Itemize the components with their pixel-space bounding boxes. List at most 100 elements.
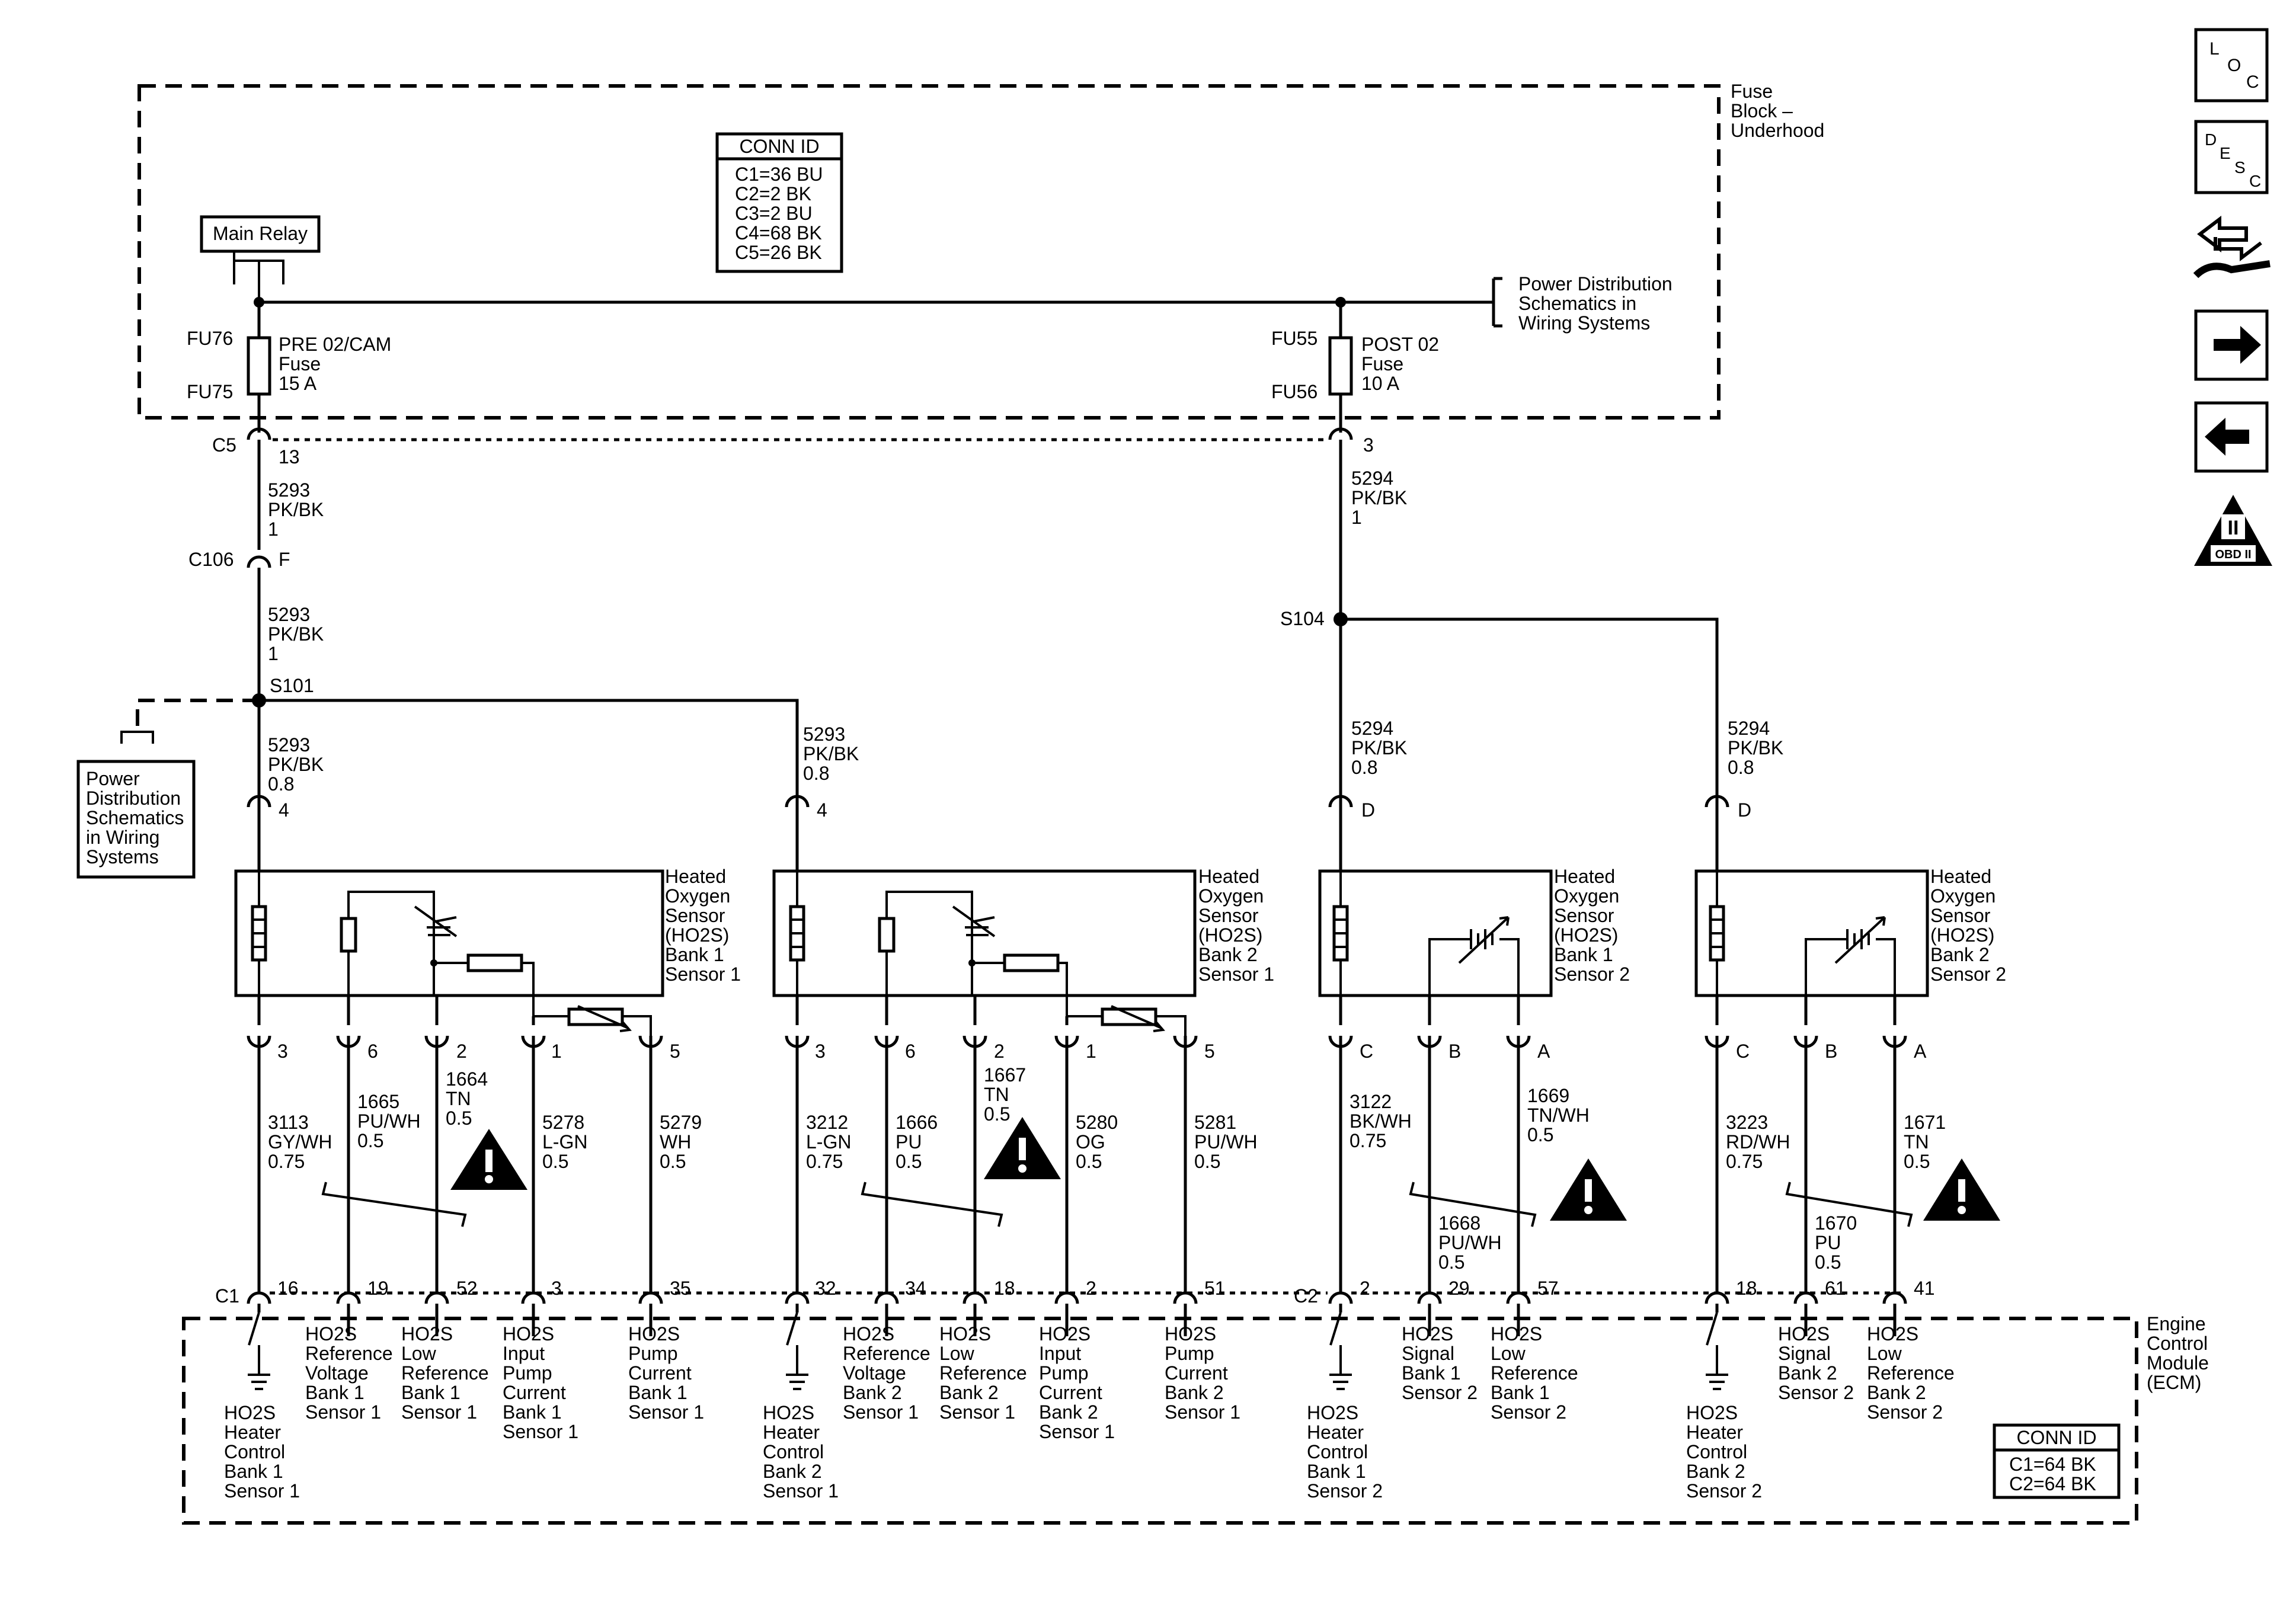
svg-text:0.5: 0.5 [1438, 1251, 1464, 1273]
svg-text:PU/WH: PU/WH [1438, 1232, 1502, 1253]
svg-text:0.75: 0.75 [268, 1151, 305, 1172]
ho2s-bank2-sensor1: 4 Heated Oxygen Sensor (HO2S) Bank 2 Sen… [772, 795, 1274, 1036]
svg-text:POST 02: POST 02 [1361, 334, 1439, 355]
wire-5293-b: 5293 PK/BK 1 [268, 604, 324, 664]
svg-text:52: 52 [456, 1278, 478, 1299]
wire-5294-c: 5294 PK/BK 0.8 [1728, 718, 1783, 778]
warning-icon[interactable] [984, 1117, 1061, 1179]
svg-text:Engine: Engine [2147, 1313, 2206, 1334]
next-arrow-icon[interactable] [2194, 309, 2269, 381]
svg-text:Bank 2: Bank 2 [843, 1382, 902, 1403]
svg-text:2: 2 [994, 1041, 1005, 1062]
svg-text:HO2S: HO2S [305, 1323, 357, 1345]
exchange-icon[interactable] [2193, 215, 2271, 279]
svg-text:3113: 3113 [268, 1112, 309, 1133]
svg-text:Fuse: Fuse [1731, 81, 1773, 102]
svg-text:Oxygen: Oxygen [1554, 885, 1619, 907]
svg-text:Heater: Heater [1307, 1422, 1364, 1443]
svg-text:Fuse: Fuse [279, 353, 321, 375]
svg-text:Sensor: Sensor [665, 905, 725, 926]
svg-text:Current: Current [1039, 1382, 1102, 1403]
svg-text:Low: Low [939, 1343, 975, 1364]
svg-text:Sensor: Sensor [1554, 905, 1614, 926]
svg-text:C4=68 BK: C4=68 BK [735, 222, 822, 244]
wire-5293-d: 5293 PK/BK 0.8 [803, 724, 859, 784]
svg-text:C5: C5 [212, 434, 236, 456]
svg-text:C2=2 BK: C2=2 BK [735, 183, 811, 204]
svg-text:Signal: Signal [1778, 1343, 1831, 1364]
svg-text:B: B [1448, 1041, 1461, 1062]
svg-text:Pump: Pump [1039, 1362, 1089, 1384]
svg-text:Oxygen: Oxygen [1930, 885, 1996, 907]
ho2s-bank1-sensor1: 4 Heated Oxygen Sensor (HO2S) Bank 1 Sen… [234, 795, 741, 1036]
svg-text:HO2S: HO2S [763, 1402, 814, 1423]
desc-icon[interactable]: D E S C [2194, 120, 2269, 194]
warning-icon[interactable] [1923, 1158, 2000, 1221]
svg-text:0.5: 0.5 [660, 1151, 686, 1172]
sensor-pin-labels: 3 6 2 1 5 3 6 2 1 5 C B A C B A [277, 1041, 1927, 1062]
svg-text:L: L [2209, 39, 2220, 59]
warning-icon[interactable] [1550, 1158, 1627, 1221]
svg-text:1: 1 [1351, 507, 1362, 528]
svg-text:1: 1 [268, 518, 279, 540]
svg-text:Sensor 2: Sensor 2 [1402, 1382, 1478, 1403]
svg-text:0.5: 0.5 [984, 1103, 1010, 1125]
svg-text:Control: Control [763, 1441, 824, 1462]
svg-text:Bank 2: Bank 2 [1867, 1382, 1926, 1403]
svg-text:3: 3 [277, 1041, 288, 1062]
svg-text:GY/WH: GY/WH [268, 1131, 332, 1153]
conn-id-fuse-block: CONN ID C1=36 BU C2=2 BK C3=2 BU C4=68 B… [715, 132, 843, 273]
svg-text:HO2S: HO2S [1039, 1323, 1091, 1345]
svg-text:1671: 1671 [1904, 1112, 1946, 1133]
svg-text:5279: 5279 [660, 1112, 702, 1133]
svg-text:OG: OG [1076, 1131, 1105, 1153]
svg-text:D: D [1361, 799, 1375, 821]
svg-text:0.5: 0.5 [542, 1151, 568, 1172]
svg-text:C: C [1360, 1041, 1373, 1062]
ho2s-bank2-sensor2: D Heated Oxygen Sensor (HO2S) Bank 2 Sen… [1694, 795, 2006, 997]
svg-text:Bank 2: Bank 2 [1778, 1362, 1837, 1384]
svg-text:HO2S: HO2S [224, 1402, 276, 1423]
svg-text:Voltage: Voltage [305, 1362, 369, 1384]
svg-text:PU/WH: PU/WH [357, 1110, 421, 1132]
connector-c106: C106 F [188, 549, 290, 570]
svg-text:Oxygen: Oxygen [1198, 885, 1264, 907]
svg-text:0.5: 0.5 [896, 1151, 922, 1172]
svg-text:PK/BK: PK/BK [268, 623, 324, 645]
obd-ii-icon[interactable]: II OBD II [2194, 495, 2272, 566]
svg-text:Heated: Heated [1554, 866, 1615, 887]
svg-text:Signal: Signal [1402, 1343, 1454, 1364]
svg-text:0.5: 0.5 [1076, 1151, 1102, 1172]
svg-text:Bank 2: Bank 2 [1930, 944, 1990, 965]
svg-text:0.8: 0.8 [1351, 757, 1377, 778]
svg-text:Input: Input [1039, 1343, 1081, 1364]
svg-text:Power: Power [86, 768, 140, 789]
svg-text:Bank 1: Bank 1 [401, 1382, 461, 1403]
svg-text:Schematics: Schematics [86, 807, 184, 828]
svg-text:(HO2S): (HO2S) [1930, 924, 1994, 946]
svg-text:FU55: FU55 [1271, 328, 1318, 349]
power-distribution-link-left[interactable]: Power Distribution Schematics in Wiring … [76, 760, 196, 879]
svg-text:13: 13 [279, 446, 300, 468]
svg-text:B: B [1825, 1041, 1837, 1062]
loc-icon[interactable]: L O C [2194, 28, 2269, 103]
splice-s101-label: S101 [270, 675, 314, 696]
power-distribution-link-right[interactable]: Power Distribution Schematics in Wiring … [1518, 273, 1673, 334]
svg-text:Sensor 1: Sensor 1 [1039, 1421, 1115, 1442]
svg-text:Reference: Reference [1867, 1362, 1955, 1384]
svg-text:TN: TN [446, 1088, 471, 1109]
svg-text:HO2S: HO2S [939, 1323, 991, 1345]
svg-text:0.5: 0.5 [357, 1130, 383, 1151]
svg-text:Bank 2: Bank 2 [1165, 1382, 1224, 1403]
svg-text:Schematics in: Schematics in [1518, 293, 1636, 314]
ho2s-bank1-sensor2: D Heated Oxygen Sensor (HO2S) Bank 1 Sen… [1318, 795, 1630, 997]
prev-arrow-icon[interactable] [2194, 401, 2269, 473]
warning-icon[interactable] [450, 1129, 527, 1190]
svg-text:18: 18 [1736, 1278, 1757, 1299]
